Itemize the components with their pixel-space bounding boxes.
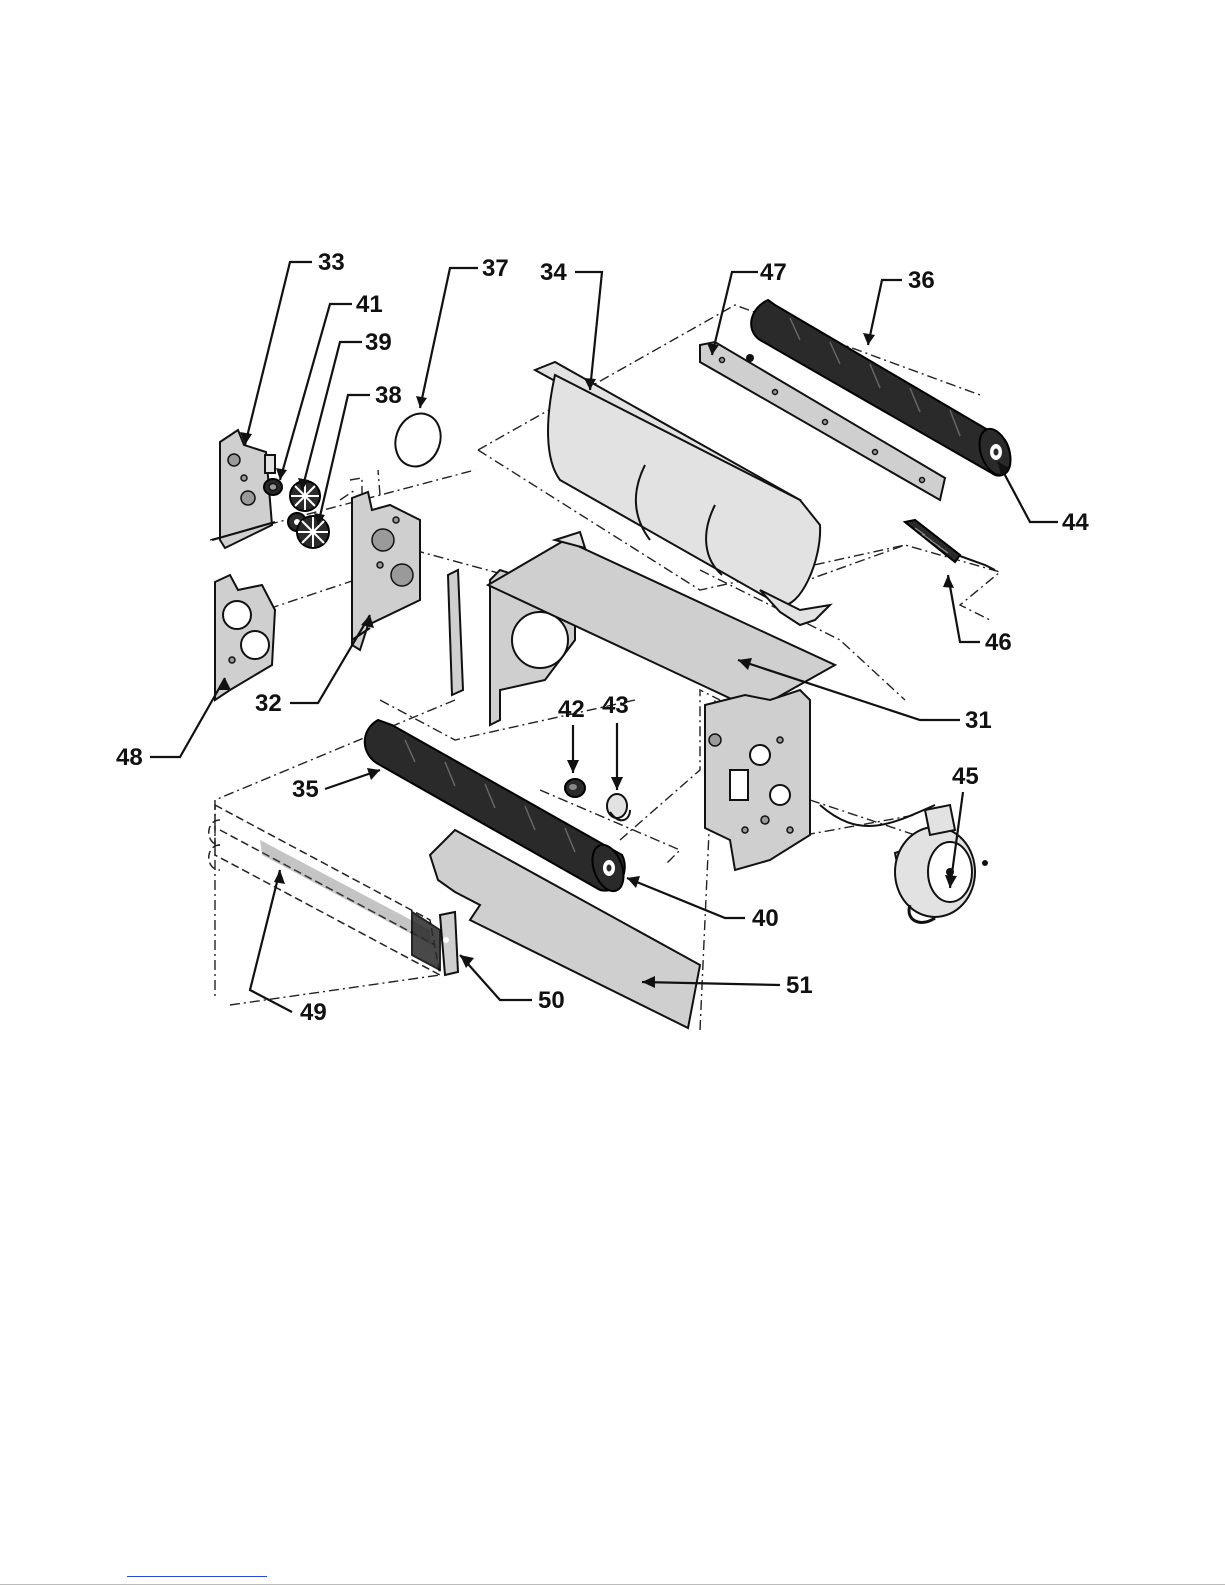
part-45-motor <box>820 805 988 922</box>
callout-36: 36 <box>908 267 935 294</box>
callout-44: 44 <box>1062 509 1089 536</box>
callout-48: 48 <box>116 744 143 771</box>
callout-45: 45 <box>952 763 979 790</box>
part-37-gasket-ring <box>388 407 448 473</box>
callout-34: 34 <box>540 259 567 286</box>
callout-35: 35 <box>292 776 319 803</box>
part-49-coil <box>209 805 440 975</box>
callout-32: 32 <box>255 690 282 717</box>
callout-37: 37 <box>482 255 509 282</box>
callout-41: 41 <box>356 291 383 318</box>
part-50-coil-end-plate <box>412 912 458 975</box>
part-43-clip <box>607 794 630 820</box>
callout-40: 40 <box>752 905 779 932</box>
callout-42: 42 <box>558 696 585 723</box>
part-42-bushing <box>565 779 585 797</box>
callout-47: 47 <box>760 259 787 286</box>
callout-46: 46 <box>985 629 1012 656</box>
callout-49: 49 <box>300 999 327 1026</box>
callout-31: 31 <box>965 707 992 734</box>
callout-51: 51 <box>786 972 813 999</box>
part-46-grille <box>905 520 995 570</box>
footer-link-rule <box>127 1576 267 1577</box>
callout-43: 43 <box>602 692 629 719</box>
callout-50: 50 <box>538 987 565 1014</box>
callout-38: 38 <box>375 382 402 409</box>
right-side-plate <box>705 690 810 870</box>
part-38-wheel <box>297 516 329 548</box>
side-strip <box>448 570 463 695</box>
part-41-bearing <box>264 479 282 495</box>
callout-33: 33 <box>318 249 345 276</box>
callout-39: 39 <box>365 329 392 356</box>
